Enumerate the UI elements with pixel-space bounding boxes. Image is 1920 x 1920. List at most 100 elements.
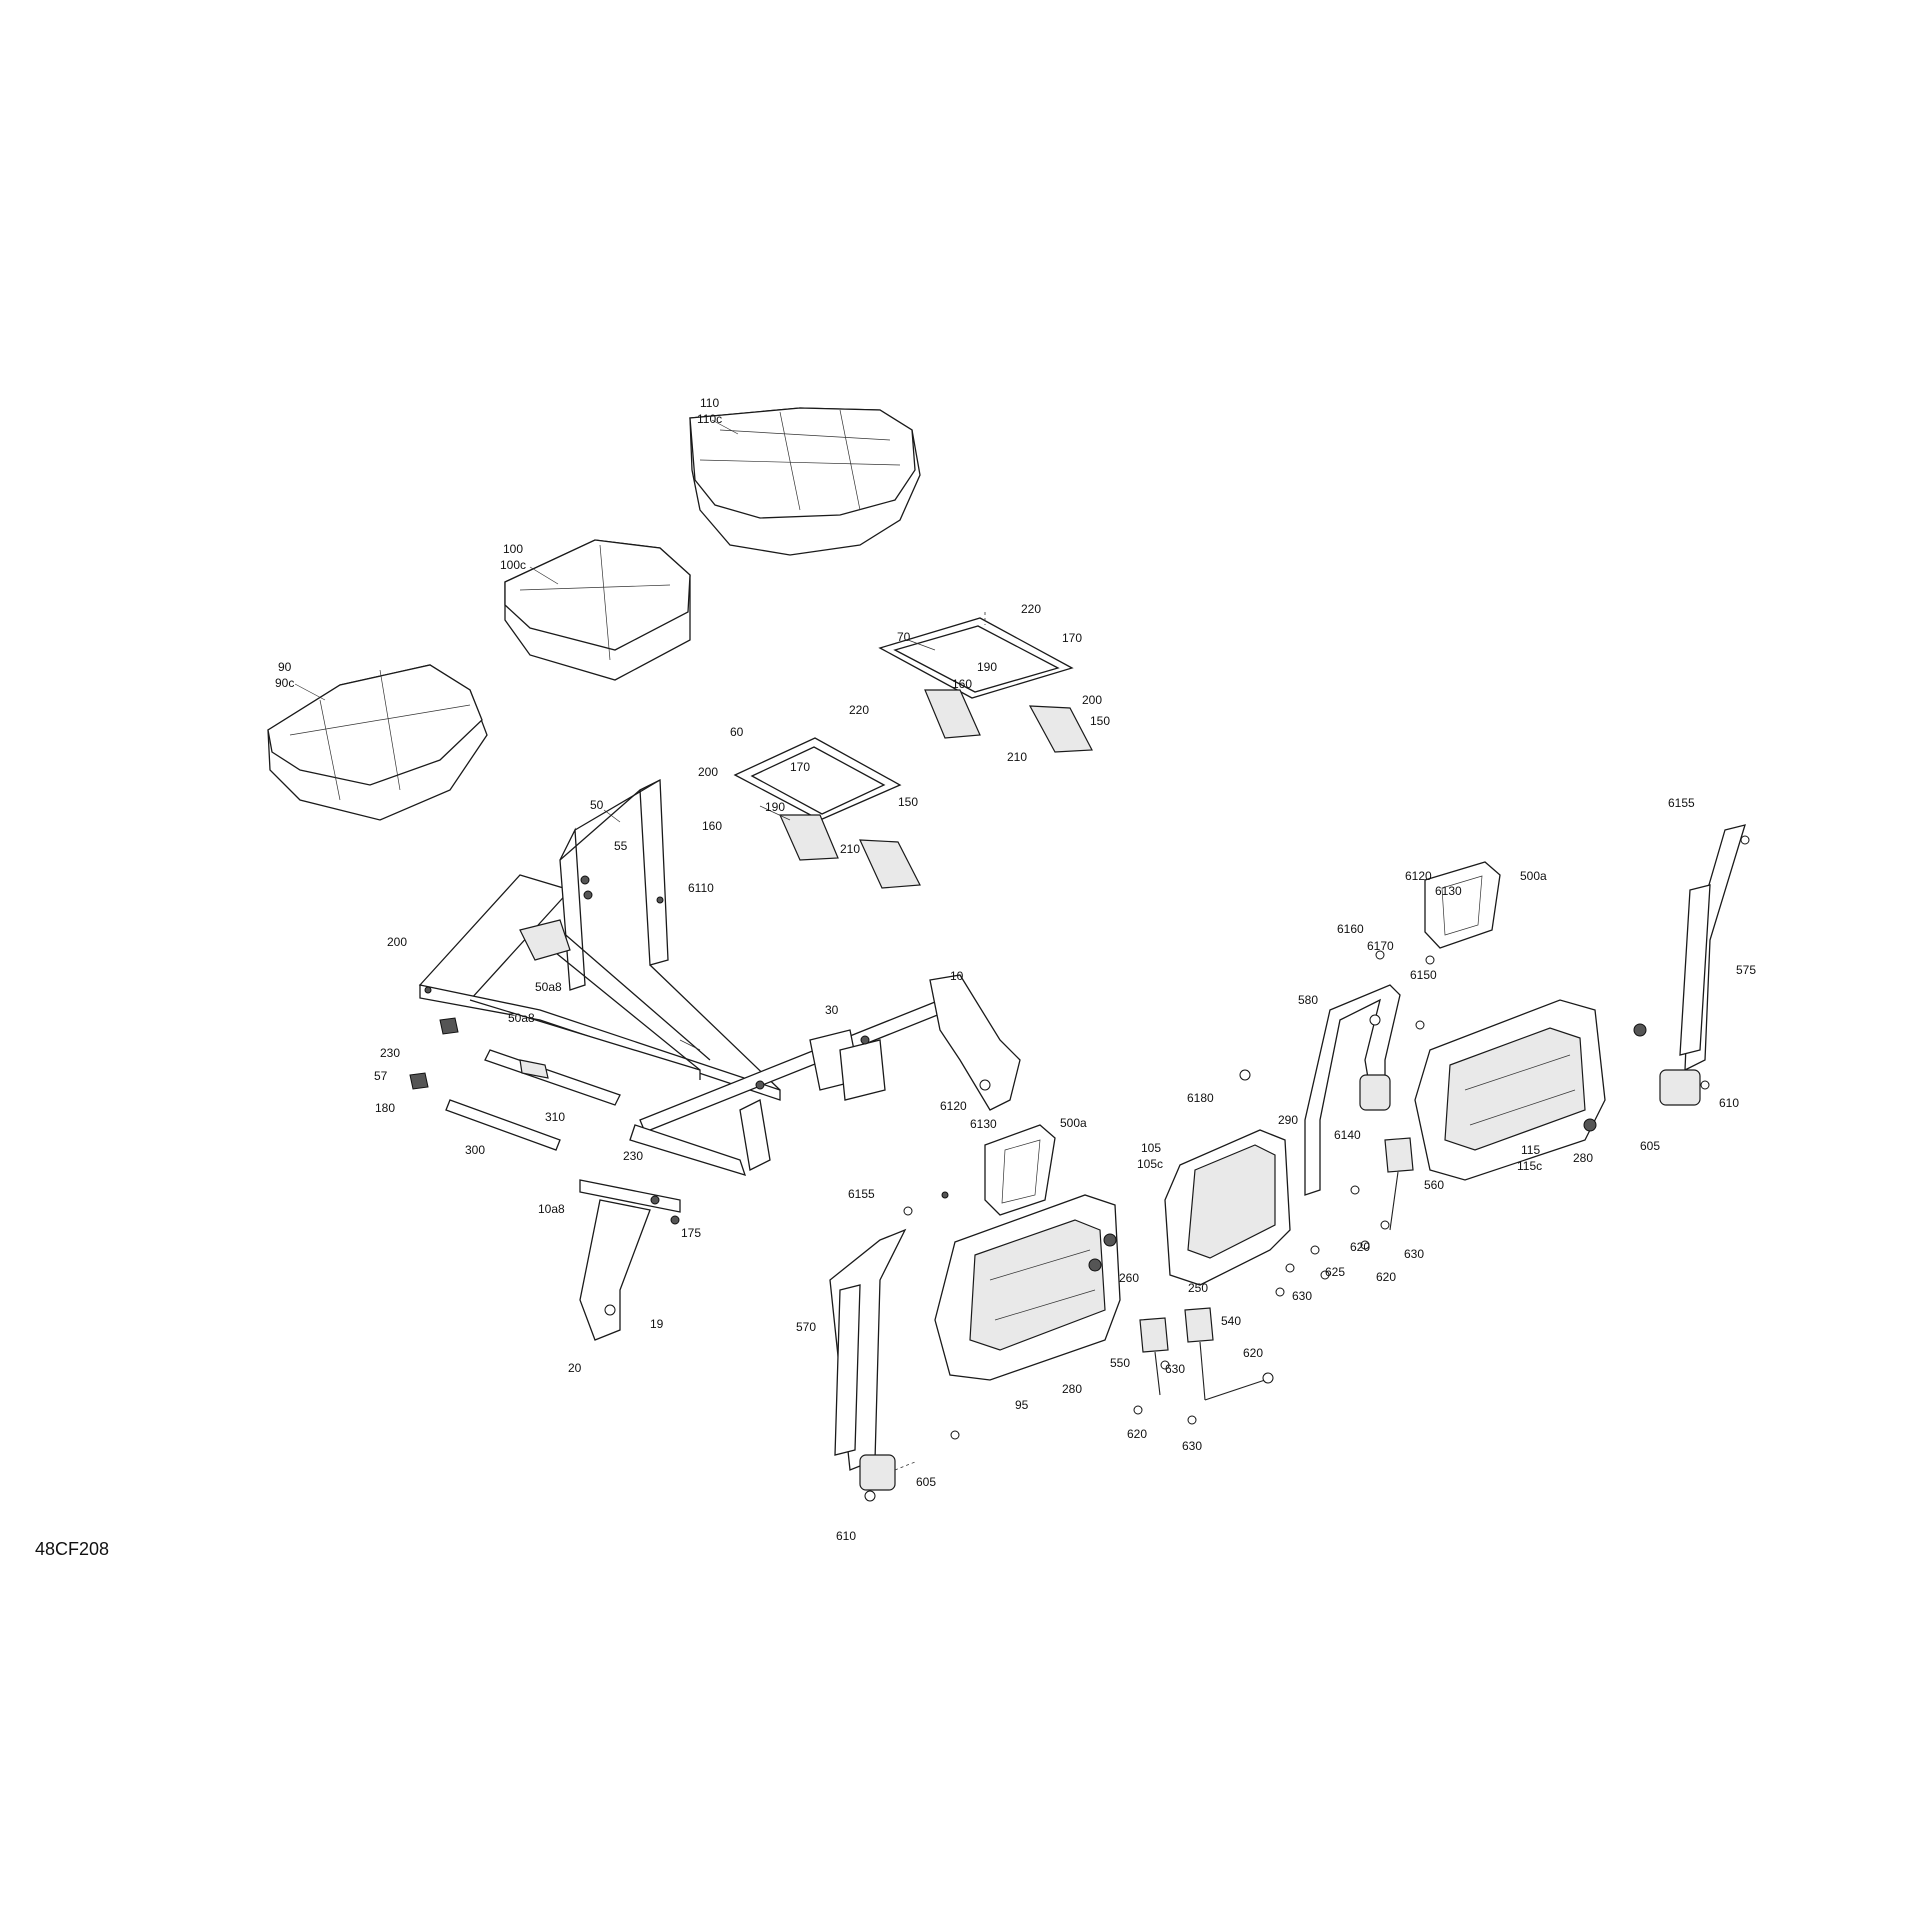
callout-55: 55 bbox=[614, 839, 628, 853]
callout-50: 50 bbox=[590, 798, 604, 812]
callout-90: 90 bbox=[278, 660, 292, 674]
callout-6155-a: 6155 bbox=[848, 1187, 875, 1201]
callout-220-b: 220 bbox=[849, 703, 869, 717]
callout-190-b: 190 bbox=[765, 800, 785, 814]
callout-630-a: 630 bbox=[1165, 1362, 1185, 1376]
callout-605-b: 605 bbox=[1640, 1139, 1660, 1153]
callout-180: 180 bbox=[375, 1101, 395, 1115]
callout-110c: 110c bbox=[697, 412, 722, 426]
seat-slider-frame-70 bbox=[878, 612, 1093, 753]
callout-6110: 6110 bbox=[688, 881, 714, 895]
drawing-code: 48CF208 bbox=[35, 1539, 109, 1559]
callout-6130-b: 6130 bbox=[1435, 884, 1462, 898]
callout-6130-a: 6130 bbox=[970, 1117, 997, 1131]
callout-580: 580 bbox=[1298, 993, 1318, 1007]
callout-160-a: 160 bbox=[952, 677, 972, 691]
callout-160-b: 160 bbox=[702, 819, 722, 833]
seatbelt-580 bbox=[1304, 984, 1401, 1196]
callout-575: 575 bbox=[1736, 963, 1756, 977]
main-seat-frame-50 bbox=[418, 778, 781, 1101]
callout-10a8: 10a8 bbox=[538, 1202, 565, 1216]
backrest-105 bbox=[1164, 1129, 1291, 1286]
callout-630-b: 630 bbox=[1182, 1439, 1202, 1453]
callout-6155-b: 6155 bbox=[1668, 796, 1695, 810]
callout-105: 105 bbox=[1141, 1141, 1161, 1155]
seat-cushion-90 bbox=[267, 664, 488, 821]
callout-6140: 6140 bbox=[1334, 1128, 1361, 1142]
callout-175: 175 bbox=[681, 1226, 701, 1240]
callout-630-c: 630 bbox=[1292, 1289, 1312, 1303]
callout-57: 57 bbox=[374, 1069, 388, 1083]
callout-500a-a: 500a bbox=[1060, 1116, 1087, 1130]
callout-170-a: 170 bbox=[1062, 631, 1082, 645]
callout-625: 625 bbox=[1325, 1265, 1345, 1279]
callout-19: 19 bbox=[650, 1317, 664, 1331]
callout-150-b: 150 bbox=[898, 795, 918, 809]
callout-280-a: 280 bbox=[1062, 1382, 1082, 1396]
callout-260: 260 bbox=[1119, 1271, 1139, 1285]
buckle-560 bbox=[1384, 1137, 1414, 1231]
callout-60: 60 bbox=[730, 725, 744, 739]
seat-slider-frame-60 bbox=[733, 737, 921, 889]
callout-540: 540 bbox=[1221, 1314, 1241, 1328]
callout-250: 250 bbox=[1188, 1281, 1208, 1295]
headrest-pad-500a-left bbox=[984, 1124, 1056, 1216]
callout-6120-a: 6120 bbox=[940, 1099, 967, 1113]
seat-cushion-110 bbox=[689, 407, 921, 556]
callout-620-a: 620 bbox=[1127, 1427, 1147, 1441]
callout-210-a: 210 bbox=[1007, 750, 1027, 764]
callout-550: 550 bbox=[1110, 1356, 1130, 1370]
callout-620-c: 620 bbox=[1350, 1240, 1370, 1254]
callout-610-a: 610 bbox=[836, 1529, 856, 1543]
fasteners bbox=[424, 835, 1750, 1502]
callout-10: 10 bbox=[950, 969, 964, 983]
seatbelt-570 bbox=[829, 1228, 916, 1491]
callout-6120-b: 6120 bbox=[1405, 869, 1432, 883]
callout-115: 115 bbox=[1521, 1143, 1540, 1157]
callout-labels: 110 110c 100 100c 90 90c 220 170 70 190 … bbox=[35, 396, 1756, 1559]
callout-6170: 6170 bbox=[1367, 939, 1394, 953]
callout-95: 95 bbox=[1015, 1398, 1029, 1412]
callout-70: 70 bbox=[897, 630, 911, 644]
callout-20: 20 bbox=[568, 1361, 582, 1375]
callout-200-a: 200 bbox=[1082, 693, 1102, 707]
callout-50a8-a: 50a8 bbox=[535, 980, 562, 994]
callout-200-b: 200 bbox=[698, 765, 718, 779]
buckle-550 bbox=[1139, 1317, 1169, 1396]
leader-lines bbox=[294, 419, 936, 1051]
seatbelt-575 bbox=[1659, 824, 1746, 1106]
callout-30: 30 bbox=[825, 1003, 839, 1017]
callout-290: 290 bbox=[1278, 1113, 1298, 1127]
callout-310: 310 bbox=[545, 1110, 565, 1124]
buckle-540 bbox=[1184, 1307, 1266, 1401]
callout-620-b: 620 bbox=[1243, 1346, 1263, 1360]
callout-100: 100 bbox=[503, 542, 523, 556]
callout-90c: 90c bbox=[275, 676, 294, 690]
callout-190-a: 190 bbox=[977, 660, 997, 674]
lower-frame-10 bbox=[579, 974, 1021, 1341]
callout-230-b: 230 bbox=[623, 1149, 643, 1163]
callout-6160: 6160 bbox=[1337, 922, 1364, 936]
callout-105c: 105c bbox=[1137, 1157, 1163, 1171]
callout-230-a: 230 bbox=[380, 1046, 400, 1060]
callout-115c: 115c bbox=[1517, 1159, 1542, 1173]
callout-200-c: 200 bbox=[387, 935, 407, 949]
headrest-pad-500a-right bbox=[1424, 861, 1501, 949]
callout-170-b: 170 bbox=[790, 760, 810, 774]
callout-300: 300 bbox=[465, 1143, 485, 1157]
callout-110: 110 bbox=[700, 396, 719, 410]
callout-220-a: 220 bbox=[1021, 602, 1041, 616]
callout-630-d: 630 bbox=[1404, 1247, 1424, 1261]
backrest-115 bbox=[1414, 999, 1606, 1181]
seat-cushion-100 bbox=[504, 539, 691, 681]
callout-280-b: 280 bbox=[1573, 1151, 1593, 1165]
callout-570: 570 bbox=[796, 1320, 816, 1334]
callout-6180: 6180 bbox=[1187, 1091, 1214, 1105]
callout-500a-b: 500a bbox=[1520, 869, 1547, 883]
callout-100c: 100c bbox=[500, 558, 526, 572]
callout-50a8-b: 50a8 bbox=[508, 1011, 535, 1025]
callout-605-a: 605 bbox=[916, 1475, 936, 1489]
callout-560: 560 bbox=[1424, 1178, 1444, 1192]
callout-210-b: 210 bbox=[840, 842, 860, 856]
